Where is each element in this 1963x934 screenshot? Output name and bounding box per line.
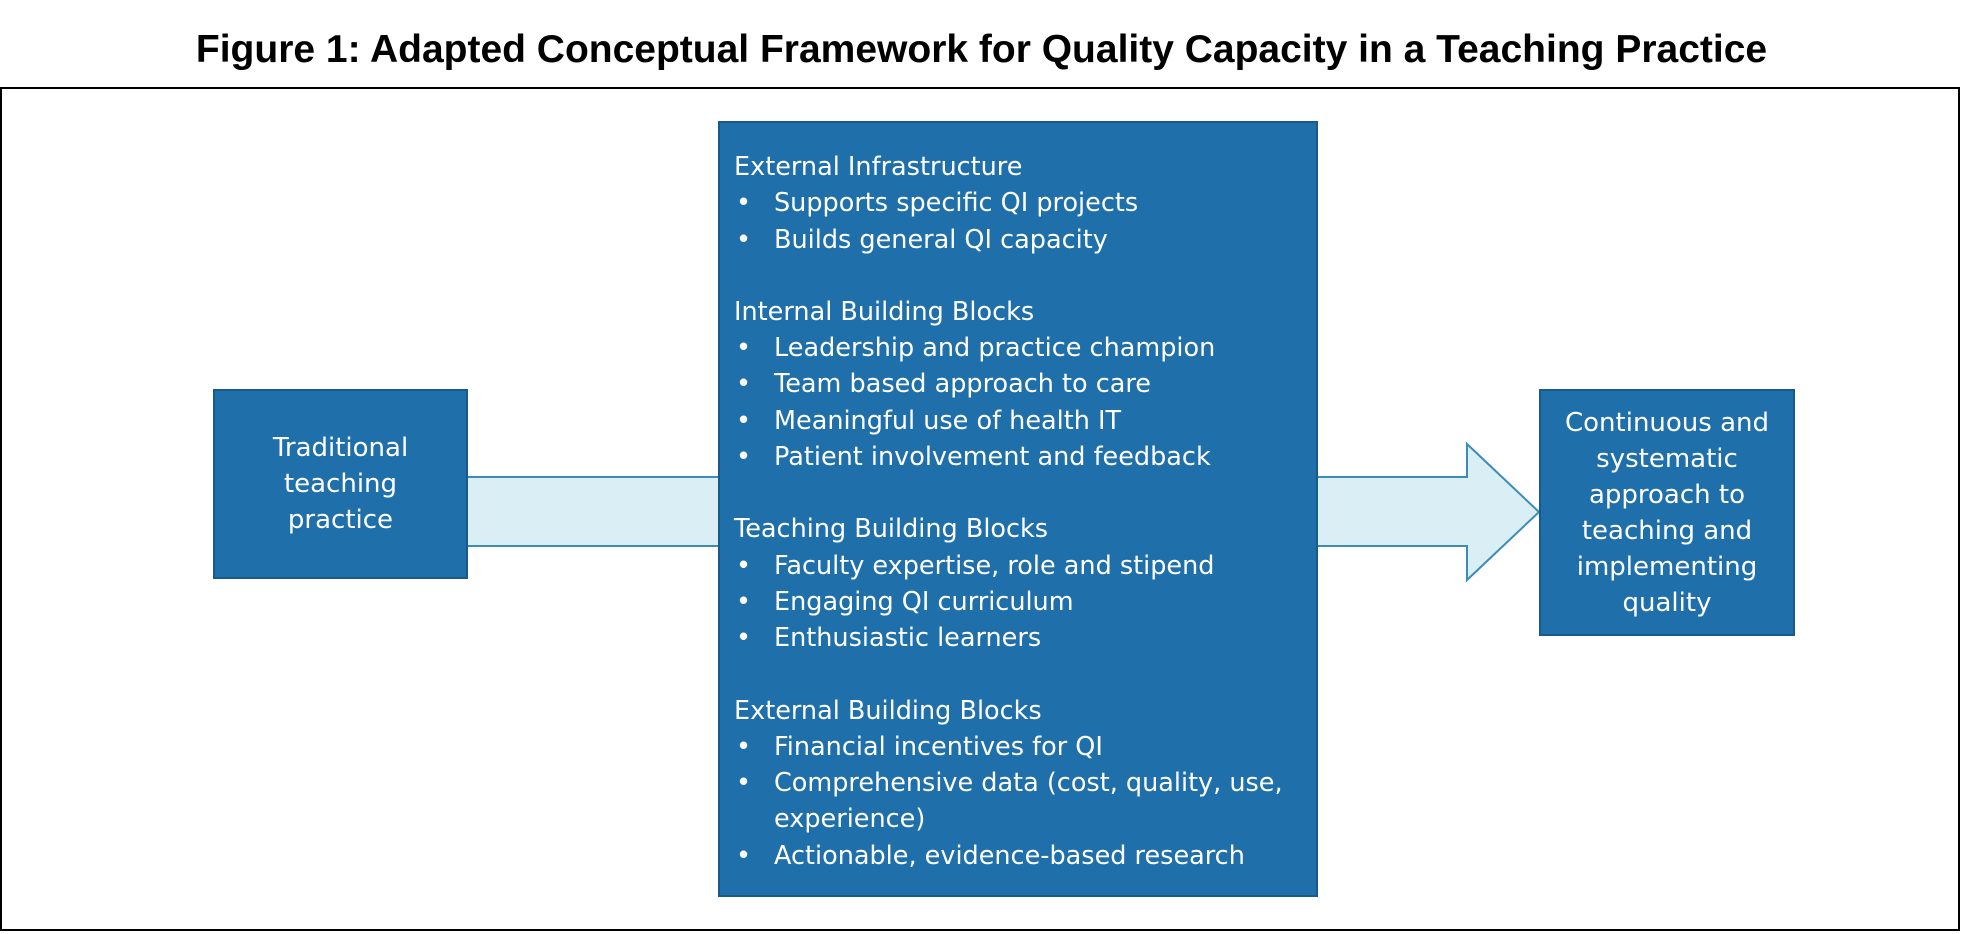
section-internal-building-blocks: Internal Building Blocks •Leadership and… xyxy=(734,294,1302,475)
list-item: •Builds general QI capacity xyxy=(734,222,1302,258)
section-external-infrastructure: External Infrastructure •Supports specif… xyxy=(734,149,1302,258)
figure-title: Figure 1: Adapted Conceptual Framework f… xyxy=(195,28,1768,71)
section-heading: External Infrastructure xyxy=(734,152,1023,182)
traditional-practice-label: Traditional teaching practice xyxy=(272,433,409,535)
bullet-list: •Leadership and practice champion •Team … xyxy=(734,330,1302,475)
list-item: •Patient involvement and feedback xyxy=(734,439,1302,475)
bullet-list: •Financial incentives for QI •Comprehens… xyxy=(734,729,1302,874)
bullet-icon: • xyxy=(736,188,752,219)
bullet-icon: • xyxy=(736,405,752,436)
list-item: •Faculty expertise, role and stipend xyxy=(734,548,1302,584)
bullet-list: •Faculty expertise, role and stipend •En… xyxy=(734,548,1302,657)
bullet-icon: • xyxy=(736,442,752,473)
bullet-icon: • xyxy=(736,840,752,871)
quality-approach-label: Continuous and systematic approach to te… xyxy=(1564,407,1770,618)
bullet-icon: • xyxy=(736,731,752,762)
bullet-icon: • xyxy=(736,586,752,617)
building-blocks-box: External Infrastructure •Supports specif… xyxy=(718,121,1318,897)
bullet-list: •Supports specific QI projects •Builds g… xyxy=(734,185,1302,258)
list-item: •Enthusiastic learners xyxy=(734,620,1302,656)
section-heading: External Building Blocks xyxy=(734,695,1042,726)
bullet-icon: • xyxy=(736,623,752,654)
section-teaching-building-blocks: Teaching Building Blocks •Faculty expert… xyxy=(734,511,1302,656)
list-item: •Team based approach to care xyxy=(734,366,1302,402)
bullet-icon: • xyxy=(736,333,752,364)
list-item: •Supports specific QI projects xyxy=(734,185,1302,221)
section-heading: Internal Building Blocks xyxy=(734,296,1035,327)
figure-frame xyxy=(0,87,1960,931)
list-item: •Meaningful use of health IT xyxy=(734,403,1302,439)
list-item: •Comprehensive data (cost, quality, use,… xyxy=(734,765,1302,838)
section-external-building-blocks: External Building Blocks •Financial ince… xyxy=(734,693,1302,874)
bullet-icon: • xyxy=(736,550,752,581)
list-item: •Financial incentives for QI xyxy=(734,729,1302,765)
bullet-icon: • xyxy=(736,224,752,255)
bullet-icon: • xyxy=(736,768,752,799)
list-item: •Engaging QI curriculum xyxy=(734,584,1302,620)
quality-approach-box: Continuous and systematic approach to te… xyxy=(1539,389,1795,636)
bullet-icon: • xyxy=(736,369,752,400)
traditional-practice-box: Traditional teaching practice xyxy=(213,389,468,579)
list-item: •Actionable, evidence-based research xyxy=(734,838,1302,874)
list-item: •Leadership and practice champion xyxy=(734,330,1302,366)
section-heading: Teaching Building Blocks xyxy=(734,514,1049,545)
